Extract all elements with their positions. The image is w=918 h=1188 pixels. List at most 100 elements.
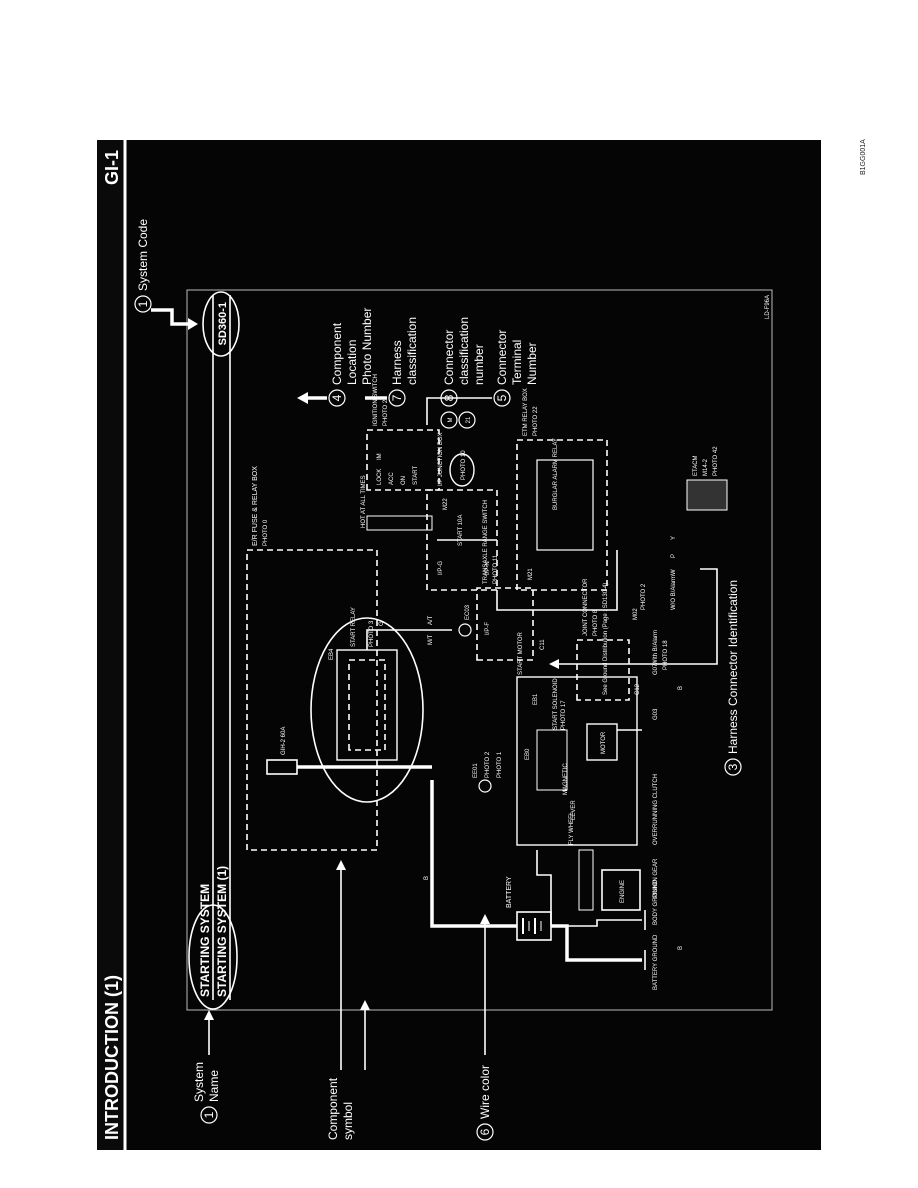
callout-4-arrowhead: [297, 392, 308, 404]
callout-5-circle: [493, 389, 511, 407]
callout-1-circle: [200, 1106, 218, 1124]
callout-3-arrowhead: [549, 659, 559, 669]
system-name: STARTING SYSTEM: [198, 884, 212, 997]
joint-connector: [576, 639, 630, 701]
m14-label: M14-2: [703, 458, 709, 476]
diagram-frame: [186, 289, 773, 1011]
etacm-block: [686, 479, 728, 511]
diagram-code: LD-F96A: [765, 295, 771, 319]
header-code: GI-1: [102, 150, 122, 185]
engine-label: ENGINE: [620, 880, 626, 903]
wire-color-b3: B: [678, 686, 684, 690]
m02-label: M02: [633, 608, 639, 620]
harness-code: M: [448, 418, 454, 423]
callout-1b-num: 1: [136, 300, 150, 307]
photo-22: PHOTO 22: [533, 406, 539, 436]
callout-4-num: 4: [330, 394, 344, 401]
with-alarm-label: With B/Alarm: [653, 630, 659, 665]
body-ground-wire: [551, 919, 642, 927]
mt-label: M/T: [428, 634, 434, 645]
battery-feed-wire: [430, 780, 517, 928]
callout-5-label-b: Terminal: [510, 340, 524, 385]
burglar-relay-label: BURGLAR ALARM RELAY: [553, 438, 559, 510]
flywheel-block: [578, 849, 594, 911]
callout-4-label-b: Location: [345, 340, 359, 385]
start-relay-ellipse: [310, 617, 424, 803]
pinion-label: PINION GEAR: [653, 858, 659, 898]
diagram-panel: INTRODUCTION (1) GI-1 LD-F96A STARTING S…: [97, 140, 821, 1150]
wire-color-g1: G: [379, 621, 385, 626]
callout-2-arrowhead-a: [336, 860, 346, 870]
eb4-label: EB4: [329, 648, 335, 660]
photo-42: PHOTO 42: [713, 446, 719, 476]
ipf-label: I/P-F: [485, 622, 491, 635]
solenoid-symbol: [536, 729, 568, 791]
callout-4-label-a: Component: [330, 322, 344, 385]
ipn-label: I/P-N: [485, 561, 491, 575]
callout-8-label-a: Connector: [442, 330, 456, 385]
callout-5-num: 5: [495, 394, 509, 401]
wire-color-b2: B: [678, 946, 684, 950]
callout-1-label-a: System: [192, 1062, 206, 1102]
photo-18: PHOTO 18: [663, 640, 669, 670]
callout-2-label-a: Component: [326, 1077, 340, 1140]
see-ground-label: See Ground Distribution (Page : SD130-4): [603, 583, 609, 695]
callout-1-arrowhead: [204, 1010, 214, 1020]
solenoid-label: START SOLENOID: [553, 678, 559, 730]
wire-color-p1: P: [671, 554, 677, 558]
ec03-connector: [458, 623, 472, 637]
ign-start: START: [413, 466, 419, 485]
start-relay-coil: [348, 659, 386, 751]
callout-7-label-b: classification: [405, 317, 419, 385]
transaxle-range-switch: [476, 587, 534, 661]
connector-number: 21: [466, 416, 472, 423]
callout-1b-arrowhead: [188, 318, 198, 330]
photo-8: PHOTO 8: [593, 609, 599, 636]
transaxle-label: TRANSAXLE RANGE SWITCH: [483, 500, 489, 584]
wire-color-w1: W: [671, 569, 677, 575]
ipg-label: I/P-G: [438, 561, 444, 575]
photo-2b: PHOTO 2: [641, 583, 647, 610]
callout-1-label-b: Name: [207, 1070, 221, 1102]
start-fuse-label: START 10A: [458, 515, 464, 546]
harness-code-circle: [440, 411, 458, 429]
er-fuse-box-label: E/R FUSE & RELAY BOX: [252, 466, 259, 546]
eb0-label: EB0: [525, 748, 531, 760]
callout-7-num: 7: [390, 394, 404, 401]
system-subtitle: STARTING SYSTEM (1): [215, 866, 229, 997]
body-ground-label: BODY GROUND: [653, 879, 659, 925]
joint-connector-label: JOINT CONNECTOR: [583, 578, 589, 636]
magnetic-label: MAGNETIC: [563, 763, 569, 795]
callout-6-circle: [476, 1123, 494, 1141]
callout-1b-leader: [151, 308, 190, 326]
callout-6-arrowhead: [480, 914, 490, 924]
motor-label: MOTOR: [601, 731, 607, 754]
system-code: SD360-1: [217, 302, 229, 345]
ignition-switch-label: IGNITION SWITCH: [373, 374, 379, 426]
start-motor-label: START MOTOR: [518, 631, 524, 675]
ign-on: ON: [401, 476, 407, 485]
motor-symbol: [586, 723, 618, 761]
ip-junction-label: I/P JUNCTION BOX: [438, 432, 444, 486]
callout-3-circle: [724, 758, 742, 776]
c12-label: C12: [635, 683, 641, 695]
ignition-switch: [366, 429, 440, 491]
callout-8-label-b: classification: [457, 317, 471, 385]
callout-7-circle: [388, 389, 406, 407]
system-name-ellipse: [188, 904, 238, 1010]
photo-10-ellipse: [449, 453, 475, 487]
photo-2a: PHOTO 2: [485, 751, 491, 778]
photo-10: PHOTO 10: [461, 450, 467, 480]
callout-3-num: 3: [726, 763, 740, 770]
wiring-diagram-svg: INTRODUCTION (1) GI-1 LD-F96A STARTING S…: [97, 140, 821, 1150]
etm-relay-box: [516, 439, 608, 591]
wire-color-y1: Y: [671, 536, 677, 540]
system-code-ellipse: [202, 291, 240, 357]
overrun-label: OVERRUNNING CLUTCH: [653, 774, 659, 845]
fusible-link-label: GIH-2 60A: [281, 727, 287, 755]
burglar-alarm-relay: [536, 459, 594, 551]
callout-6-num: 6: [478, 1128, 492, 1135]
callout-1b-label: System Code: [136, 219, 150, 291]
m22-label: M22: [443, 498, 449, 510]
wo-alarm-label: W/O B/Alarm: [671, 575, 677, 610]
